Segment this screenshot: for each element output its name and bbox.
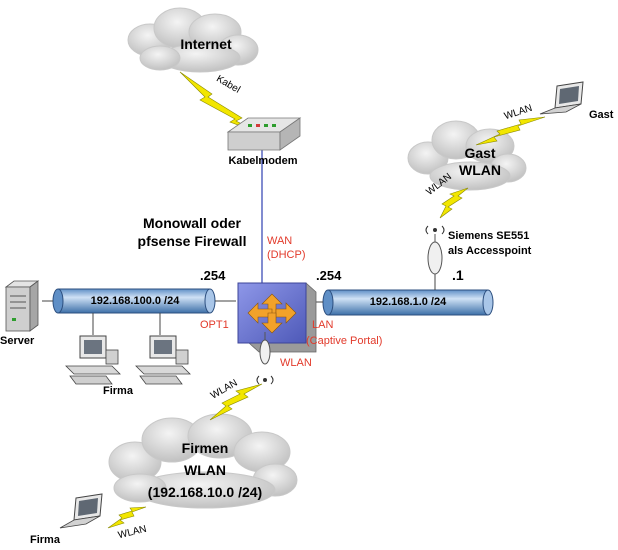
gast-laptop-label: Gast	[589, 109, 614, 121]
accesspoint-label-1: Siemens SE551	[448, 230, 530, 242]
right-ip-label: .254	[316, 268, 342, 283]
lan-captive-label: (Captive Portal)	[306, 335, 383, 347]
firma-laptop-label: Firma	[30, 534, 60, 546]
lightning-firma	[107, 506, 147, 529]
gast-wlan-cloud	[407, 120, 527, 191]
left-subnet-label: 192.168.100.0 /24	[90, 295, 180, 307]
ap-ip-label: .1	[452, 267, 464, 283]
opt1-label: OPT1	[200, 319, 229, 331]
firma-pcs-label: Firma	[103, 385, 133, 397]
lightning-gast	[475, 116, 546, 146]
lan-label: LAN	[312, 319, 334, 331]
internet-cloud	[127, 7, 259, 73]
firmen-wlan-cloud	[108, 413, 298, 509]
firma-laptop-device	[59, 493, 103, 529]
firewall-arrows-icon	[247, 293, 297, 334]
server-device	[4, 280, 40, 332]
kabelmodem-device	[226, 117, 302, 151]
gast-wlan-label-1: Gast	[464, 145, 496, 161]
gast-laptop-device	[539, 81, 584, 115]
firewall-antenna-icon	[256, 332, 274, 385]
firmen-wlan-label-2: WLAN	[184, 462, 226, 478]
firewall-label-2: pfsense Firewall	[137, 233, 247, 249]
kabelmodem-label: Kabelmodem	[228, 155, 298, 167]
left-network-pipe	[52, 288, 216, 314]
firmen-wlan-label-1: Firmen	[181, 440, 229, 456]
lightning-opt	[209, 383, 263, 421]
left-ip-label: .254	[200, 268, 226, 283]
firewall-device	[237, 282, 317, 353]
wan-label: WAN	[267, 235, 293, 247]
accesspoint-label-2: als Accesspoint	[448, 245, 532, 257]
accesspoint-device	[425, 225, 445, 275]
firewall-label-1: Monowall oder	[143, 215, 241, 231]
gast-wlan-label-2: WLAN	[459, 162, 501, 178]
opt-wlan-label: WLAN	[280, 357, 312, 369]
server-label: Server	[0, 335, 35, 347]
lightning-ap	[439, 187, 469, 219]
right-subnet-label: 192.168.1.0 /24	[369, 296, 447, 308]
wan-dhcp-label: (DHCP)	[267, 249, 306, 261]
right-network-pipe	[322, 289, 494, 316]
internet-label: Internet	[180, 36, 232, 52]
firmen-subnet-label: (192.168.10.0 /24)	[147, 484, 263, 500]
firma-pc-2	[135, 335, 191, 385]
firma-pc-1	[65, 335, 121, 385]
